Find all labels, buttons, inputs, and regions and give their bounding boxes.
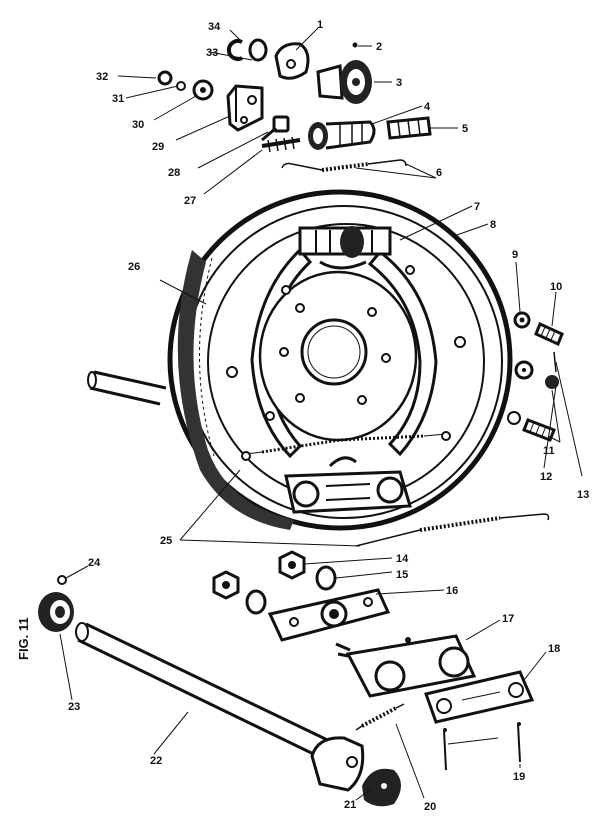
- callout-15: 15: [396, 569, 408, 581]
- callout-20: 20: [424, 801, 436, 813]
- callout-9: 9: [512, 249, 518, 261]
- nut-14b: [212, 570, 240, 600]
- callout-7: 7: [474, 201, 480, 213]
- drum-rim-shading: [177, 250, 294, 530]
- lower-return-spring: [261, 434, 425, 454]
- nut-right: [545, 375, 559, 389]
- callout-2: 2: [376, 41, 382, 53]
- washer-9: [513, 311, 531, 329]
- drum-fixings: [226, 265, 466, 461]
- operating-rod-22: [75, 622, 341, 764]
- callout-26: 26: [128, 261, 140, 273]
- lower-spring-external: [355, 513, 550, 547]
- callout-29: 29: [152, 141, 164, 153]
- callout-19: 19: [513, 771, 525, 783]
- callout-labels: 1 2 3 4 5 6 7 8 9 10 11 12 13 14 15 16 1…: [68, 19, 589, 813]
- lower-parts: [38, 550, 535, 807]
- lever-21: [310, 736, 401, 807]
- callout-5: 5: [462, 123, 468, 135]
- adjuster-block-17: [335, 634, 477, 698]
- callout-17: 17: [502, 613, 514, 625]
- callout-31: 31: [112, 93, 124, 105]
- hub-bolt-holes: [279, 303, 391, 405]
- stud: [261, 136, 301, 153]
- split-pin-13: [553, 351, 557, 373]
- callout-32: 32: [96, 71, 108, 83]
- tappet: [308, 120, 376, 150]
- callout-10: 10: [550, 281, 562, 293]
- bush-23: [38, 592, 74, 632]
- washer-small: [176, 81, 186, 91]
- spring-20: [355, 703, 405, 731]
- link-plate-18: [424, 670, 535, 724]
- callout-30: 30: [132, 119, 144, 131]
- ball: [352, 42, 358, 48]
- washer-15b: [245, 589, 267, 615]
- callout-3: 3: [396, 77, 402, 89]
- washer-right: [514, 360, 534, 380]
- brake-backplate-assembly: [167, 189, 513, 531]
- pin-10: [534, 321, 564, 347]
- callout-8: 8: [490, 219, 496, 231]
- callout-13: 13: [577, 489, 589, 501]
- washer-medium: [192, 79, 214, 101]
- callout-12: 12: [540, 471, 552, 483]
- callout-28: 28: [168, 167, 180, 179]
- callout-11: 11: [543, 445, 555, 457]
- split-pin-19b: [517, 723, 521, 763]
- link-plate-16: [267, 588, 391, 642]
- washer-24: [57, 575, 67, 585]
- callout-6: 6: [436, 167, 442, 179]
- figure-label: FIG. 11: [16, 617, 31, 660]
- washer: [248, 38, 268, 62]
- axle-shaft-rear: [87, 370, 167, 406]
- washer-lower: [507, 411, 521, 425]
- shoe-adjuster: [284, 456, 412, 514]
- adjuster-body: [316, 60, 372, 104]
- callout-14: 14: [396, 553, 409, 565]
- callout-24: 24: [88, 557, 101, 569]
- callout-33: 33: [206, 47, 218, 59]
- upper-spring: [281, 159, 407, 172]
- callout-21: 21: [344, 799, 356, 811]
- split-pin-19a: [443, 729, 447, 771]
- washer-15: [315, 565, 337, 591]
- callout-27: 27: [184, 195, 196, 207]
- plate: [274, 42, 310, 80]
- top-small-parts: [157, 38, 432, 172]
- callout-1: 1: [317, 19, 323, 31]
- callout-34: 34: [208, 21, 221, 33]
- callout-25: 25: [160, 535, 172, 547]
- brake-shoe-right: [367, 249, 438, 457]
- nut-small: [157, 70, 173, 86]
- callout-18: 18: [548, 643, 560, 655]
- screw: [261, 115, 290, 142]
- callout-23: 23: [68, 701, 80, 713]
- callout-22: 22: [150, 755, 162, 767]
- hub-center: [300, 318, 368, 386]
- adjuster-screw: [386, 116, 432, 140]
- circlip: [226, 39, 243, 61]
- bracket: [226, 84, 264, 132]
- wheel-cylinder: [298, 226, 392, 270]
- right-small-parts: [507, 311, 564, 442]
- callout-16: 16: [446, 585, 458, 597]
- callout-4: 4: [424, 101, 431, 113]
- nut-14: [278, 550, 306, 580]
- pin-11: [522, 418, 556, 442]
- leader-lines: [59, 27, 583, 801]
